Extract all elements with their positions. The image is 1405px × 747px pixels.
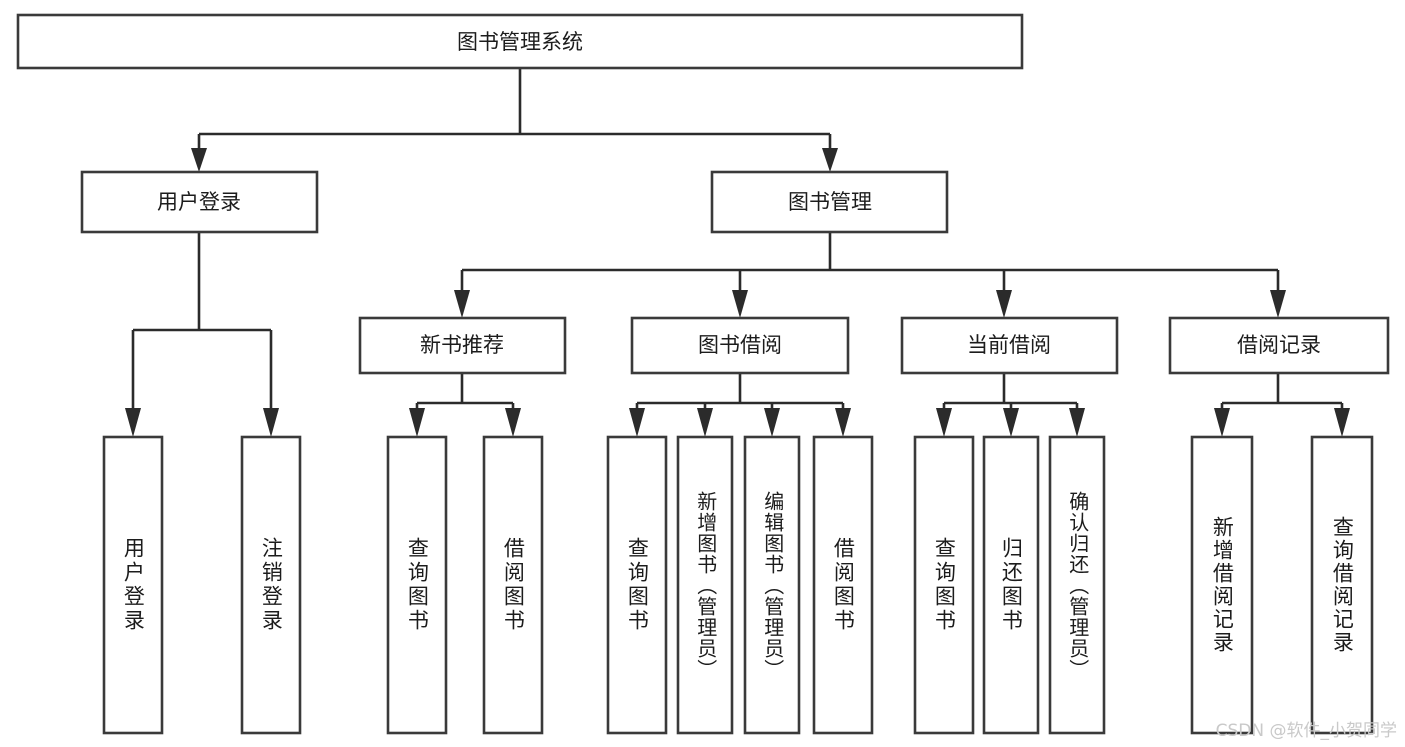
node-box-leaf-currentborrow-1[interactable]	[913, 435, 975, 735]
arrow-head-currentborrow-leaf-3	[1069, 408, 1085, 437]
node-box-leaf-borrowrecord-2[interactable]	[1310, 435, 1374, 735]
node-box-leaf-borrowrecord-1[interactable]	[1190, 435, 1254, 735]
label-user-login: 用户登录	[157, 190, 241, 214]
leaf-label-bookborrow-3: 编辑图书（管理员）	[760, 490, 785, 680]
node-box-leaf-bookborrow-1[interactable]	[606, 435, 668, 735]
arrow-head-bookborrow-leaf-3	[764, 408, 780, 437]
label-current-borrow: 当前借阅	[967, 333, 1051, 357]
leaf-label-user-login-2: 注销登录	[259, 537, 284, 633]
label-book-manage: 图书管理	[788, 190, 872, 214]
arrow-head-bookborrow-leaf-4	[835, 408, 851, 437]
arrow-head-user-login-leaf-2	[263, 408, 279, 437]
arrow-head-book-borrow	[732, 290, 748, 318]
leaf-label-borrowrecord-1: 新增借阅记录	[1210, 516, 1235, 654]
leaf-label-currentborrow-2: 归还图书	[999, 537, 1024, 633]
node-box-book-borrow[interactable]	[630, 316, 850, 375]
node-box-layer	[16, 13, 1390, 735]
arrow-head-currentborrow-leaf-1	[936, 408, 952, 437]
node-box-leaf-user-login-1[interactable]	[102, 435, 164, 735]
node-box-leaf-currentborrow-2[interactable]	[982, 435, 1040, 735]
arrow-head-currentborrow-leaf-2	[1003, 408, 1019, 437]
leaf-label-currentborrow-1: 查询图书	[932, 537, 957, 633]
node-box-user-login[interactable]	[80, 170, 319, 234]
leaf-label-bookborrow-1: 查询图书	[625, 537, 650, 633]
leaf-label-user-login-1: 用户登录	[121, 537, 146, 633]
node-box-leaf-newbook-1[interactable]	[386, 435, 448, 735]
arrow-head-new-book	[454, 290, 470, 318]
node-box-new-book-recommend[interactable]	[358, 316, 567, 375]
node-box-leaf-bookborrow-4[interactable]	[812, 435, 874, 735]
arrow-head-borrowrecord-leaf-2	[1334, 408, 1350, 437]
label-new-book-recommend: 新书推荐	[420, 333, 504, 357]
arrow-head-borrow-record	[1270, 290, 1286, 318]
node-box-leaf-currentborrow-3[interactable]	[1048, 435, 1106, 735]
arrow-head-user-login-leaf-1	[125, 408, 141, 437]
node-box-book-manage[interactable]	[710, 170, 949, 234]
label-book-borrow: 图书借阅	[698, 333, 782, 357]
node-box-root[interactable]	[16, 13, 1024, 70]
arrow-head-book-manage	[822, 148, 838, 172]
leaf-label-bookborrow-4: 借阅图书	[831, 537, 856, 633]
arrow-head-borrowrecord-leaf-1	[1214, 408, 1230, 437]
arrow-head-bookborrow-leaf-2	[697, 408, 713, 437]
leaf-label-bookborrow-2: 新增图书（管理员）	[693, 490, 718, 680]
label-root: 图书管理系统	[457, 30, 583, 54]
label-borrow-record: 借阅记录	[1237, 333, 1321, 357]
leaf-label-newbook-1: 查询图书	[405, 537, 430, 633]
leaf-label-newbook-2: 借阅图书	[501, 537, 526, 633]
arrow-head-bookborrow-leaf-1	[629, 408, 645, 437]
arrow-head-current-borrow	[996, 290, 1012, 318]
horizontal-label-layer: 图书管理系统 用户登录 图书管理 新书推荐 图书借阅 当前借阅 借阅记录	[157, 30, 1321, 357]
node-box-leaf-bookborrow-3[interactable]	[743, 435, 801, 735]
leaf-label-currentborrow-3: 确认归还（管理员）	[1065, 490, 1090, 680]
arrow-head-newbook-leaf-1	[409, 408, 425, 437]
node-box-leaf-bookborrow-2[interactable]	[676, 435, 734, 735]
connector-layer	[125, 68, 1350, 437]
leaf-label-borrowrecord-2: 查询借阅记录	[1330, 516, 1355, 654]
arrow-head-newbook-leaf-2	[505, 408, 521, 437]
node-box-borrow-record[interactable]	[1168, 316, 1390, 375]
node-box-leaf-newbook-2[interactable]	[482, 435, 544, 735]
arrow-head-user-login	[191, 148, 207, 172]
watermark-text: CSDN @软件_小贺同学	[1215, 721, 1397, 741]
node-box-leaf-user-login-2[interactable]	[240, 435, 302, 735]
node-box-current-borrow[interactable]	[900, 316, 1119, 375]
